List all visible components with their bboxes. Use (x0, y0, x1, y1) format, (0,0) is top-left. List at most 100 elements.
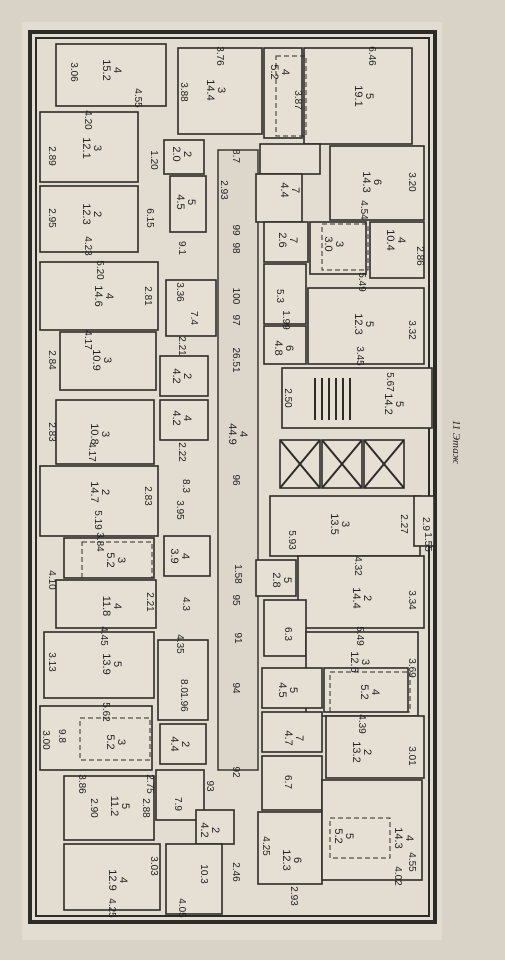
room-label-l123: 3.03 (148, 856, 159, 876)
room-label-l19: 2.95 (46, 208, 57, 228)
stairs (314, 378, 351, 420)
room-label-l42: 5.3 (274, 289, 285, 303)
room-label-l97: 1.96 (178, 692, 189, 712)
room-label-l62: 2.22 (176, 442, 187, 462)
room-label-l57: 2.83 (46, 422, 57, 442)
room-label-l27: 9.1 (176, 241, 187, 255)
room-label-l47: 2.84 (46, 350, 57, 370)
room-label-l46: 4.17 (82, 330, 93, 350)
room-label-l65: 2.83 (142, 486, 153, 506)
room-label-l108: 213.2 (350, 741, 373, 762)
room-label-l121: 414.3 (392, 827, 415, 848)
room-label-l129: 4.25 (260, 836, 271, 856)
room-label-l45: 1.99 (280, 310, 291, 330)
room-label-l68: 3.95 (174, 500, 185, 520)
room-label-l71: 2.9 (420, 517, 431, 531)
room-label-l82: 1.58 (232, 564, 243, 584)
dashed-outlines (79, 55, 411, 859)
room-label-l105: 24.4 (168, 736, 191, 751)
room-label-l61: 444.9 (226, 423, 249, 444)
room-label-l5: 3.88 (178, 82, 189, 102)
outer-wall (28, 30, 437, 924)
room-label-l90: 4.35 (174, 634, 185, 654)
room-label-l59: 4.17 (86, 442, 97, 462)
elevator-shafts (279, 439, 405, 489)
room-label-l30: 72.6 (276, 232, 299, 247)
room-label-l40: 7.4 (188, 311, 199, 325)
room-label-l41: 97 (230, 314, 241, 326)
room-label-l115: 2.90 (88, 798, 99, 818)
room-label-l58: 310.8 (88, 423, 111, 444)
room-label-l85: 214.4 (350, 587, 373, 608)
room-label-l116: 511.2 (108, 796, 131, 817)
room-label-l96: 3.69 (406, 658, 417, 678)
room-label-l86: 3.34 (406, 590, 417, 610)
room-label-l106: 74.7 (282, 730, 305, 745)
room-label-l56: 514.2 (382, 393, 405, 414)
room-label-l74: 3.84 (94, 532, 105, 552)
room-label-l4: 3.76 (214, 46, 225, 66)
room-label-l16: 8.7 (230, 149, 241, 163)
room-label-l11: 4.20 (82, 110, 93, 130)
room-label-l13: 312.1 (80, 137, 103, 158)
floor-number-text: 11 Этаж (450, 420, 462, 464)
corridor (217, 149, 259, 771)
room-label-l122: 4.55 (406, 852, 417, 872)
room-label-l103: 9.8 (56, 729, 67, 743)
room-label-l54: 2.50 (282, 388, 293, 408)
room-label-l101: 5.62 (100, 702, 111, 722)
room-label-l98: 94 (230, 682, 241, 694)
room-label-l32: 410.4 (384, 229, 407, 250)
room-label-l20: 212.3 (80, 203, 103, 224)
room-label-l95: 312.6 (348, 651, 371, 672)
room-label-l99: 54.5 (276, 682, 299, 697)
room-label-l10: 519.1 (352, 85, 375, 106)
right-rooms (255, 47, 435, 885)
room-label-l76: 43.9 (168, 548, 191, 563)
room-label-l89: 513.9 (100, 653, 123, 674)
room-label-l132: 4.02 (392, 866, 403, 886)
room-label-l93: 6.3 (282, 627, 293, 641)
room-label-l107: 4.39 (356, 714, 367, 734)
room-label-l75: 35.2 (104, 552, 127, 567)
room-label-l55: 5.67 (384, 372, 395, 392)
room-label-l128: 4.05 (176, 898, 187, 918)
room-label-l131: 2.93 (288, 886, 299, 906)
room-label-l126: 10.3 (198, 864, 209, 884)
room-label-l60: 44.2 (170, 410, 193, 425)
floor-number-label: 11 Этаж (448, 420, 468, 500)
room-label-l31: 33.0 (322, 236, 345, 251)
room-label-l67: 96 (230, 474, 241, 486)
room-label-l88: 3.13 (46, 652, 57, 672)
room-label-l2: 415.2 (100, 59, 123, 80)
room-label-l69: 313.5 (328, 513, 351, 534)
room-label-l78: 411.8 (100, 596, 123, 617)
room-label-l14: 1.20 (148, 150, 159, 170)
room-label-l48: 310.9 (90, 349, 113, 370)
room-label-l38: 100 (230, 288, 241, 305)
room-label-l15: 22.0 (170, 146, 193, 161)
room-label-l49: 2.21 (176, 336, 187, 356)
room-label-l87: 4.45 (98, 626, 109, 646)
room-label-l109: 3.01 (406, 746, 417, 766)
room-label-l113: 92 (230, 766, 241, 778)
room-label-l130: 612.3 (280, 849, 303, 870)
room-label-l29: 99 (230, 224, 241, 236)
room-label-l26: 4.54 (358, 200, 369, 220)
room-label-l22: 6.15 (144, 208, 155, 228)
room-label-l12: 2.89 (46, 146, 57, 166)
room-label-l80: 4.3 (180, 597, 191, 611)
room-label-l66: 8.3 (180, 479, 191, 493)
room-label-l124: 412.9 (106, 869, 129, 890)
room-label-l73: 5.93 (286, 530, 297, 550)
room-label-l1: 3.06 (68, 62, 79, 82)
room-label-l94: 5.49 (354, 626, 365, 646)
room-label-l8: 6.46 (366, 46, 377, 66)
room-label-l23: 54.5 (174, 194, 197, 209)
room-label-l70: 2.27 (398, 514, 409, 534)
room-label-l119: 24.2 (198, 822, 221, 837)
room-label-l24: 2.93 (218, 180, 229, 200)
inner-wall (35, 37, 430, 917)
